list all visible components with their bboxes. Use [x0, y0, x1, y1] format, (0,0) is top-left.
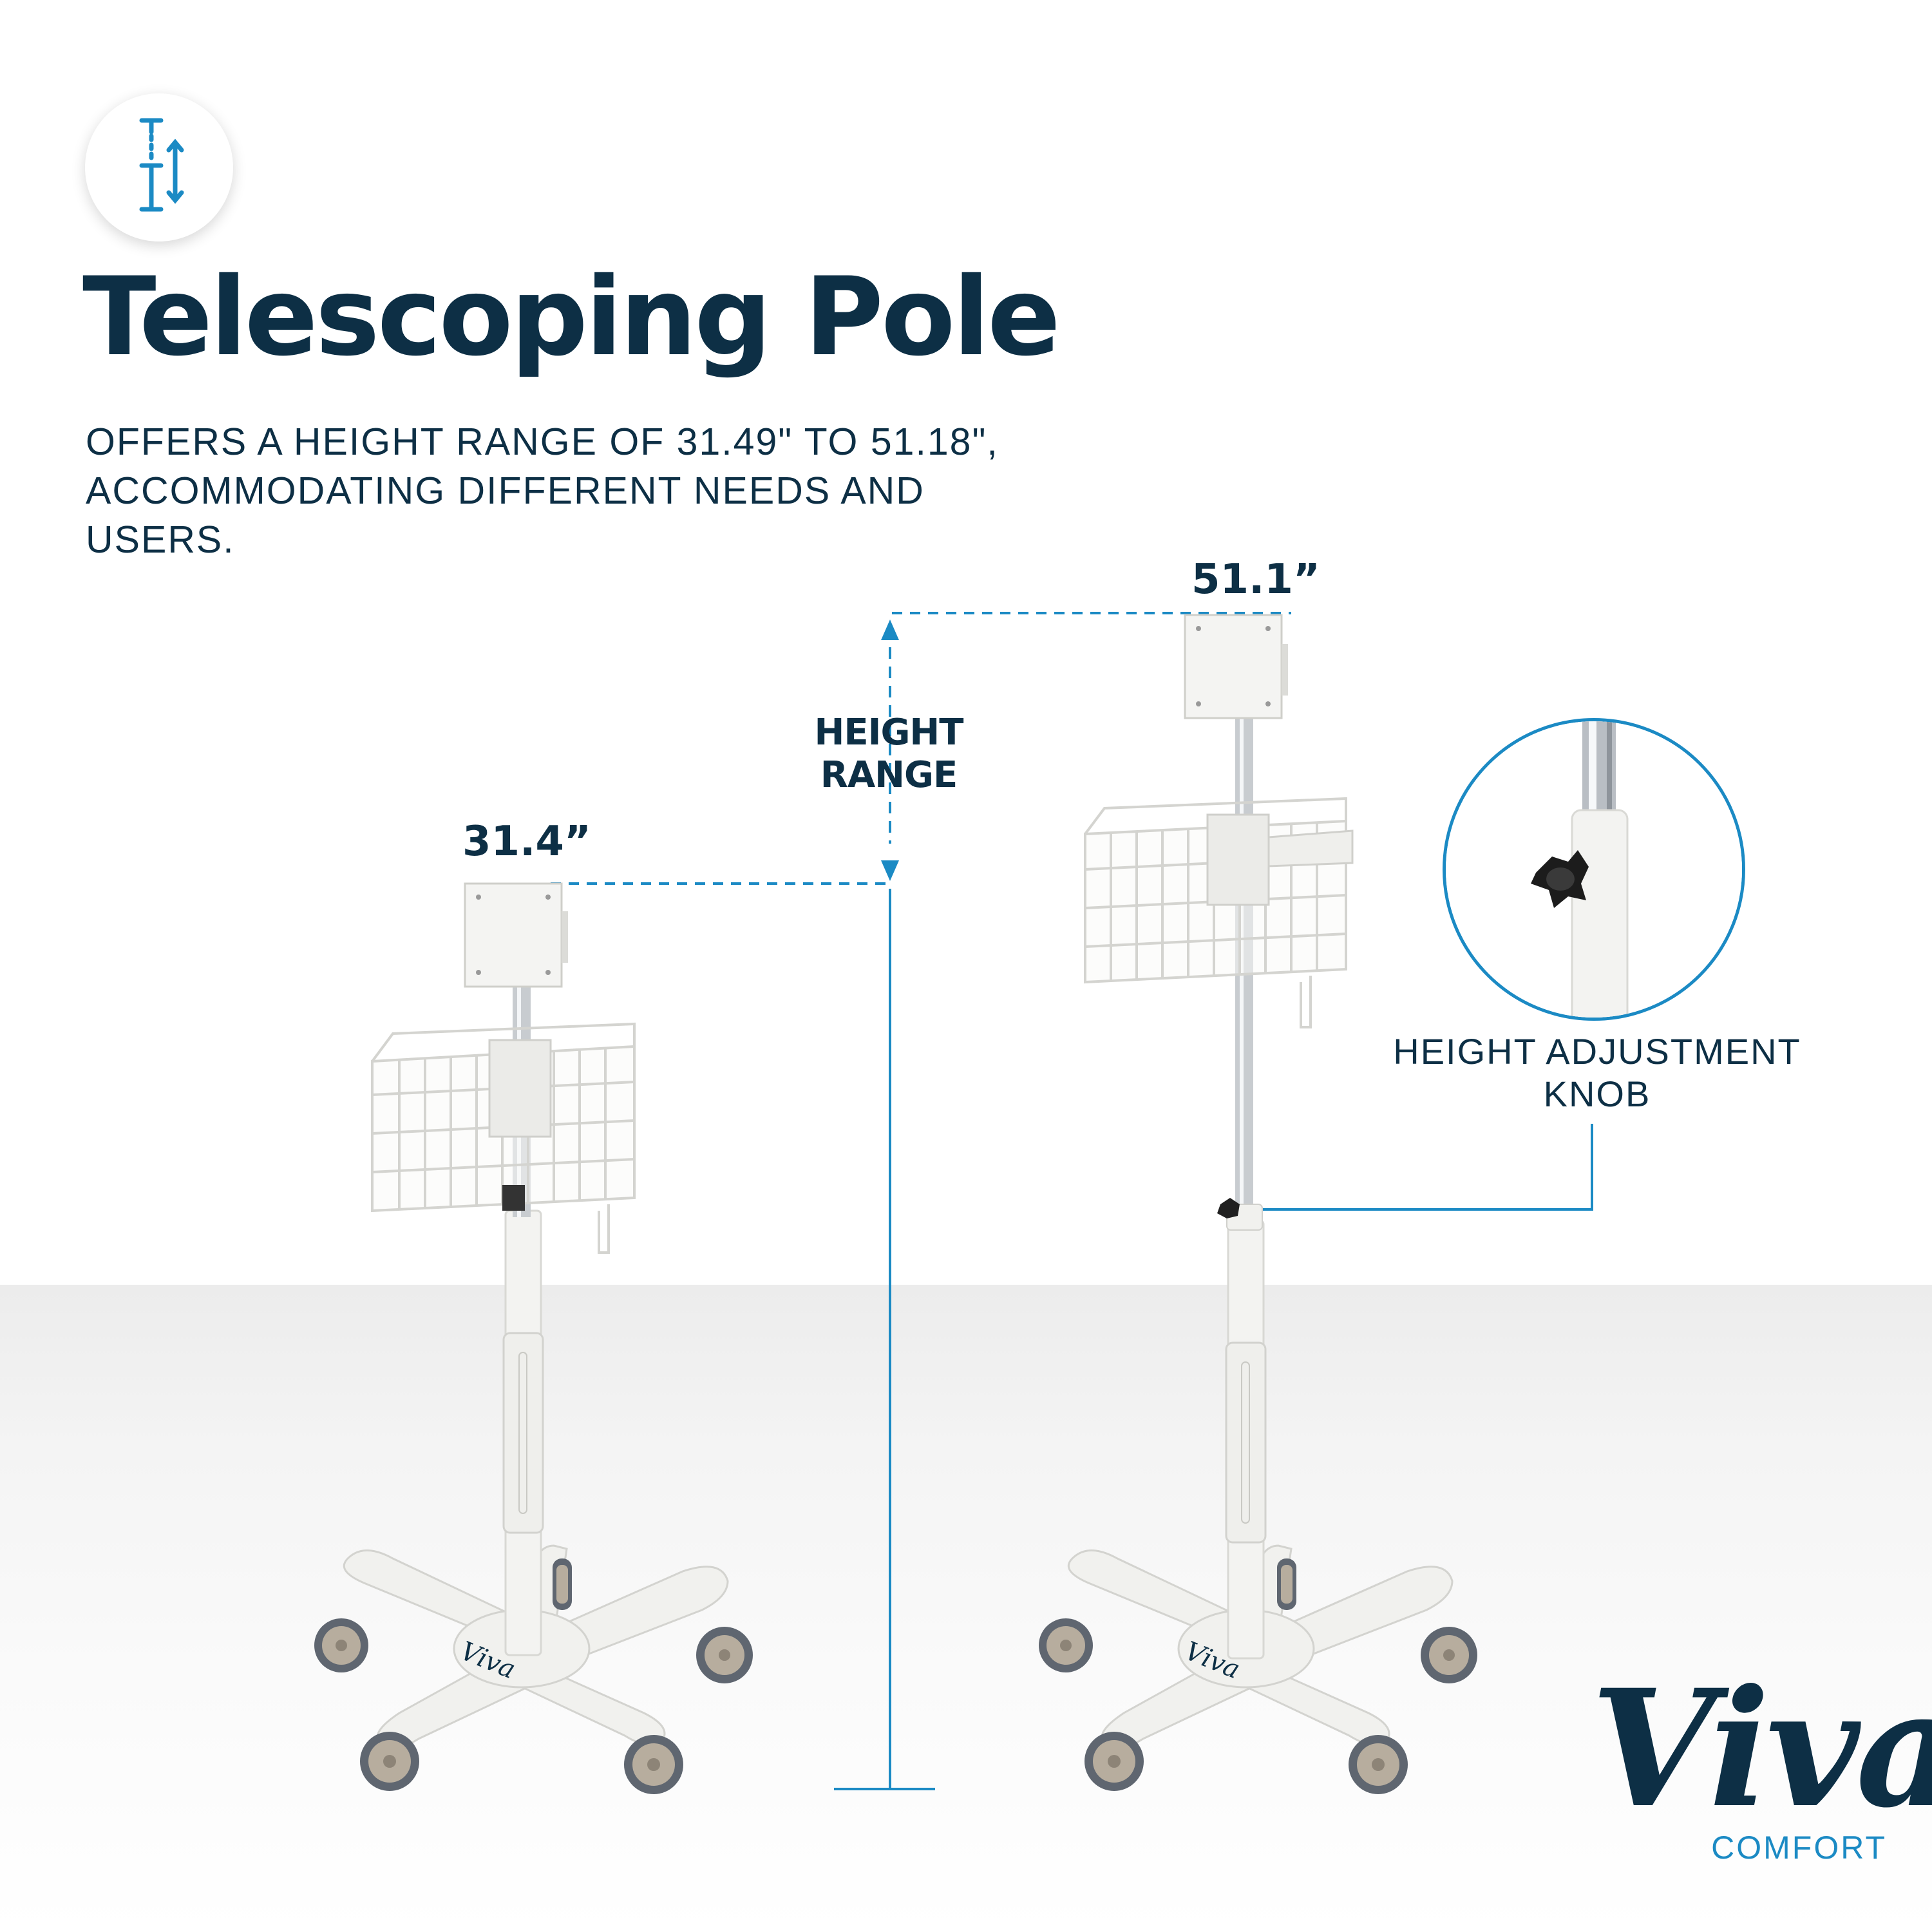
low-height-label: 31.4” — [462, 818, 591, 866]
knob-callout-label: HEIGHT ADJUSTMENT KNOB — [1378, 1030, 1816, 1115]
knob-closeup-image — [1446, 721, 1742, 1018]
page-title: Telescoping Pole — [82, 254, 1061, 380]
height-range-line2: RANGE — [820, 754, 958, 796]
feature-description: OFFERS A HEIGHT RANGE OF 31.49" TO 51.18… — [86, 421, 999, 561]
viva-comfort-logo: Viva COMFORT — [1571, 1668, 1932, 1868]
height-range-label: HEIGHT RANGE — [805, 712, 972, 797]
range-arrow-down-icon — [881, 860, 899, 881]
range-arrow-up-icon — [881, 620, 899, 640]
floor-backdrop — [0, 1285, 1932, 1932]
cart-low-vesa-plate — [464, 882, 563, 988]
cart-high-vesa-plate — [1184, 614, 1283, 719]
height-adjust-icon — [139, 118, 184, 212]
height-range-line1: HEIGHT — [814, 712, 964, 753]
knob-callout-leader — [1244, 1124, 1593, 1211]
knob-callout-line2: KNOB — [1543, 1074, 1651, 1114]
cart-high-knob — [1217, 1198, 1263, 1231]
logo-script-text: Viva — [1591, 1654, 1932, 1843]
high-height-label: 51.1” — [1191, 556, 1320, 603]
cart-low-wheels — [314, 1558, 753, 1794]
knob-zoom-callout — [1443, 718, 1745, 1021]
knob-callout-line1: HEIGHT ADJUSTMENT — [1393, 1031, 1801, 1072]
cart-high-wheels — [1039, 1558, 1477, 1794]
logo-sub-text: COMFORT — [1711, 1830, 1887, 1866]
height-adjust-icon-badge — [85, 93, 233, 242]
